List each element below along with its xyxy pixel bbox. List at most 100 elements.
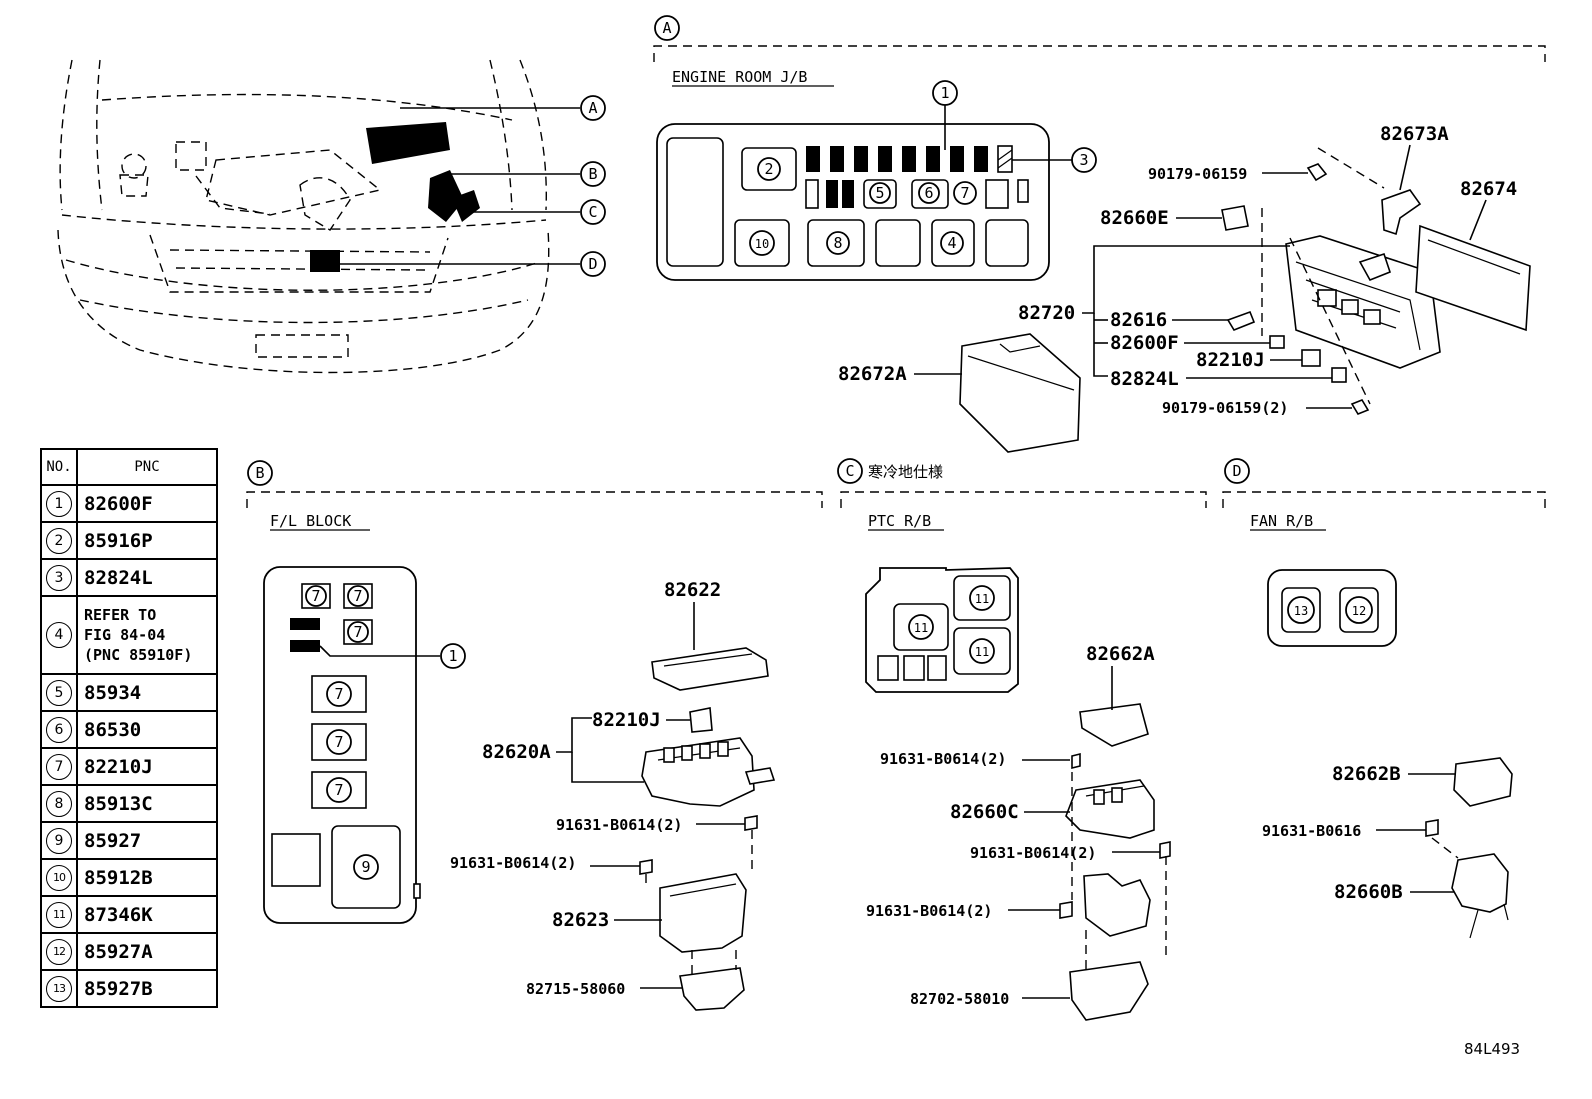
vehicle-callout-leaders [340,107,580,265]
row-pnc: 85913C [76,784,218,823]
svg-text:1: 1 [940,84,949,102]
table-row: 7 82210J [40,747,218,786]
svg-text:10: 10 [755,237,769,251]
svg-text:90179-06159(2): 90179-06159(2) [1162,399,1288,417]
svg-text:1: 1 [448,647,457,665]
row-number: 4 [46,622,72,648]
svg-text:82715-58060: 82715-58060 [526,980,625,998]
table-row: 9 85927 [40,821,218,860]
header-pnc: PNC [76,448,218,486]
svg-text:91631-B0614(2): 91631-B0614(2) [450,854,576,872]
row-pnc: 85927 [76,821,218,860]
svg-text:82620A: 82620A [482,741,551,763]
row-pnc-reference: REFER TO FIG 84-04 (PNC 85910F) [76,595,218,675]
pnc-reference-table: NO. PNC 1 82600F 2 85916P 3 82824L 4 REF… [40,448,218,1008]
section-b-header: B F/L BLOCK [246,460,823,531]
svg-text:FAN R/B: FAN R/B [1250,512,1313,530]
svg-text:7: 7 [353,587,362,605]
pnc-table-header: NO. PNC [40,448,218,486]
row-number: 13 [46,975,72,1002]
table-row: 5 85934 [40,673,218,712]
svg-text:82210J: 82210J [1196,349,1265,371]
engine-room-jb-layout: 2 5 6 7 10 8 4 [656,123,1050,281]
reference-line: REFER TO [84,606,157,624]
row-number: 10 [46,864,72,891]
row-pnc: 85927A [76,932,218,971]
svg-text:B: B [255,464,264,482]
svg-text:82660B: 82660B [1334,881,1403,903]
section-d-header: D FAN R/B [1222,458,1546,531]
vehicle-location-marks [310,122,480,272]
svg-text:寒冷地仕様: 寒冷地仕様 [868,463,943,481]
ptc-rb-layout: 11 11 11 [865,567,1019,693]
ptc-part-labels: 82662A 91631-B0614(2) 82660C 91631-B0614… [866,643,1160,1008]
row-pnc: 82824L [76,558,218,597]
row-number: 8 [46,790,72,817]
vehicle-callout-b: B [580,161,606,187]
svg-text:F/L BLOCK: F/L BLOCK [270,512,351,530]
jb-part-labels: 82673A 90179-06159 82674 82660E 82720 82… [838,123,1517,417]
fan-assembly-drawing [1425,757,1513,939]
svg-text:A: A [588,99,597,117]
svg-text:11: 11 [975,592,989,606]
svg-text:82720: 82720 [1018,302,1075,324]
row-number: 9 [46,827,72,854]
svg-text:91631-B0614(2): 91631-B0614(2) [866,902,992,920]
jb-assembly-drawing [959,147,1531,453]
row-number: 3 [46,564,72,591]
row-pnc: 82210J [76,747,218,786]
svg-text:C: C [845,462,854,480]
svg-text:13: 13 [1294,604,1308,618]
fl-block-layout: 7 7 7 7 7 7 9 [263,566,421,924]
section-a-header: A ENGINE ROOM J/B [653,15,1546,87]
svg-text:7: 7 [334,685,343,703]
vehicle-callout-d: D [580,251,606,277]
svg-text:91631-B0614(2): 91631-B0614(2) [880,750,1006,768]
svg-text:82674: 82674 [1460,178,1517,200]
svg-text:82616: 82616 [1110,309,1167,331]
vehicle-callout-c: C [580,199,606,225]
row-number: 7 [46,753,72,780]
table-row: 12 85927A [40,932,218,971]
header-no: NO. [40,448,78,486]
table-row: 3 82824L [40,558,218,597]
table-row: 2 85916P [40,521,218,560]
svg-text:11: 11 [975,645,989,659]
svg-text:8: 8 [833,234,842,252]
row-number: 1 [46,490,72,517]
svg-text:6: 6 [924,184,933,202]
svg-text:2: 2 [764,160,773,178]
row-number: 5 [46,679,72,706]
svg-text:90179-06159: 90179-06159 [1148,165,1247,183]
svg-text:7: 7 [960,184,969,202]
svg-text:82824L: 82824L [1110,368,1179,390]
svg-text:82660E: 82660E [1100,207,1169,229]
svg-text:D: D [1232,462,1241,480]
svg-text:7: 7 [334,733,343,751]
svg-text:82210J: 82210J [592,709,661,731]
table-row: 4 REFER TO FIG 84-04 (PNC 85910F) [40,595,218,675]
row-number: 12 [46,938,72,965]
svg-text:ENGINE ROOM J/B: ENGINE ROOM J/B [672,68,807,86]
svg-text:4: 4 [947,234,956,252]
table-row: 11 87346K [40,895,218,934]
svg-text:82622: 82622 [664,579,721,601]
row-pnc: 87346K [76,895,218,934]
reference-line: (PNC 85910F) [84,646,193,664]
svg-text:9: 9 [361,858,370,876]
table-row: 8 85913C [40,784,218,823]
table-row: 10 85912B [40,858,218,897]
svg-text:82662B: 82662B [1332,763,1401,785]
row-pnc: 82600F [76,484,218,523]
fl-block-assembly-drawing [639,647,776,1011]
table-row: 1 82600F [40,484,218,523]
svg-text:91631-B0616: 91631-B0616 [1262,822,1361,840]
svg-text:PTC R/B: PTC R/B [868,512,931,530]
table-row: 6 86530 [40,710,218,749]
row-pnc: 85912B [76,858,218,897]
row-number: 2 [46,527,72,554]
jb-callout-3: 3 [1012,147,1097,173]
svg-text:A: A [662,19,671,37]
fl-block-callout-1: 1 [319,643,466,669]
